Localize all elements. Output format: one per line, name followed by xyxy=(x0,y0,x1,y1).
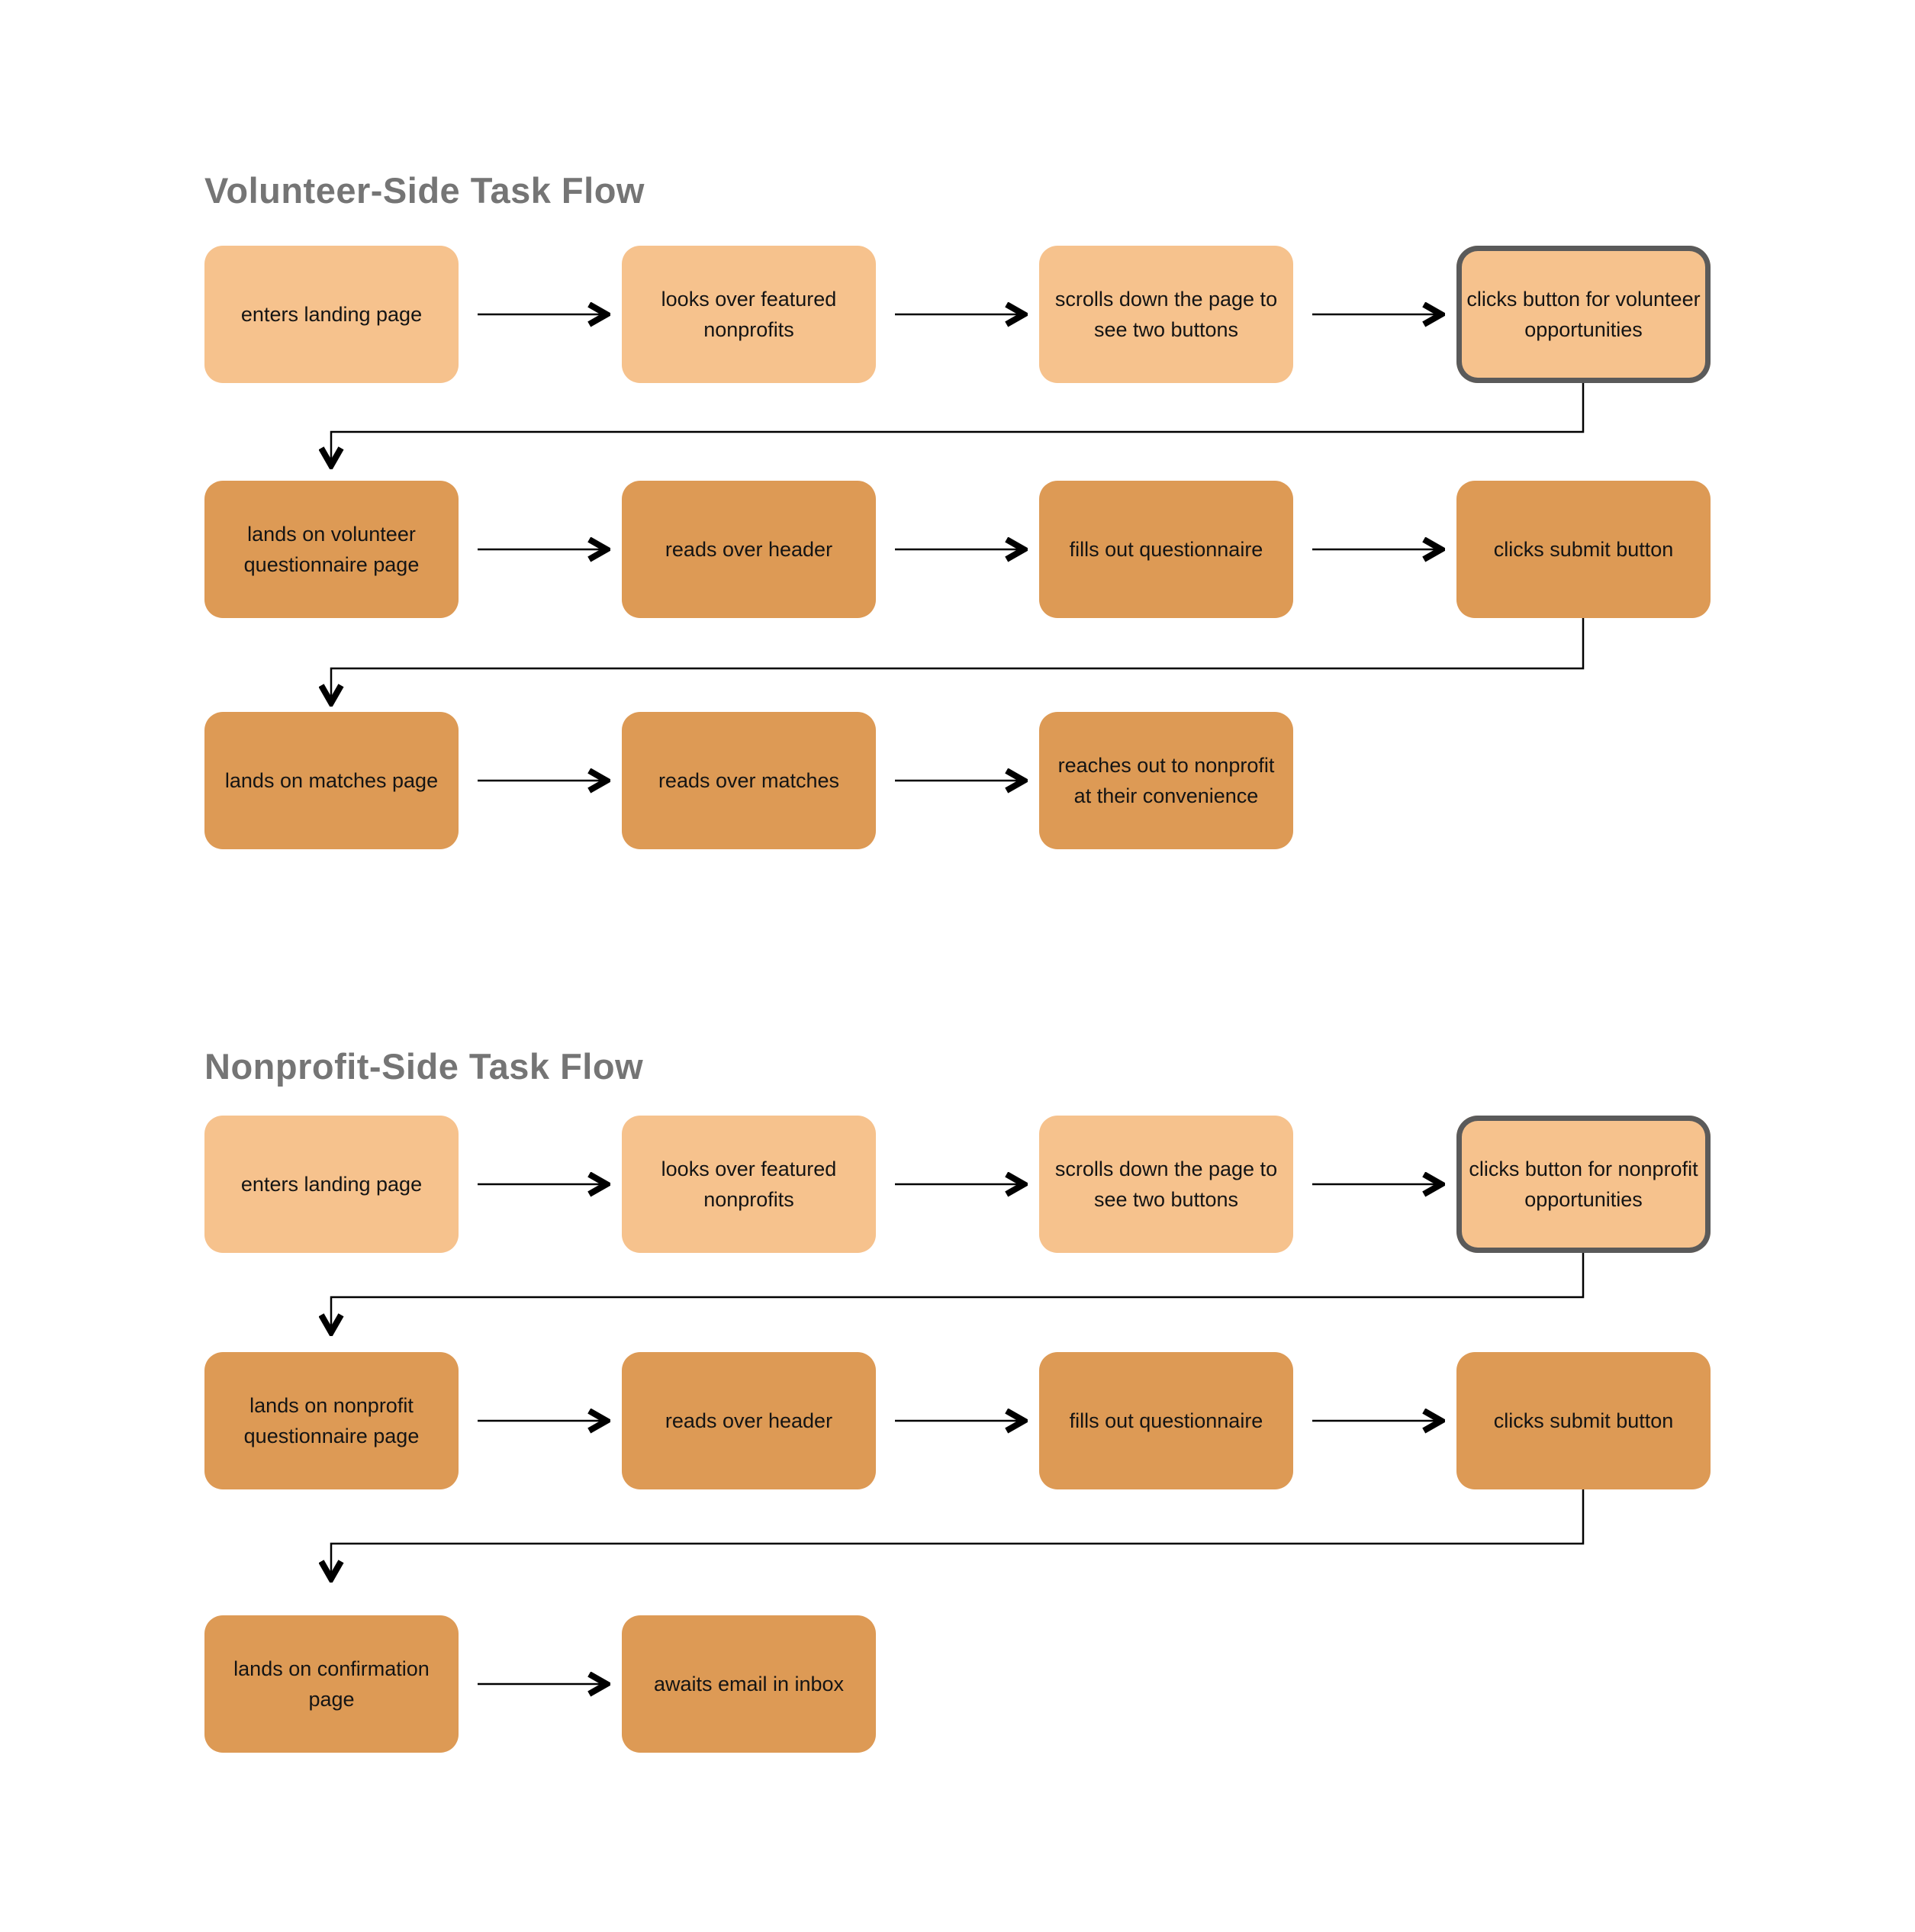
step-box: awaits email in inbox xyxy=(622,1615,876,1753)
step-box: reads over header xyxy=(622,1352,876,1489)
step-box: looks over featured nonprofits xyxy=(622,246,876,383)
elbow-s2-r1-r2 xyxy=(331,1253,1585,1332)
step-box: reaches out to nonprofit at their conven… xyxy=(1039,712,1293,849)
step-box: enters landing page xyxy=(204,1116,459,1253)
elbow-s1-r1-r2 xyxy=(331,382,1585,465)
section-title-nonprofit: Nonprofit-Side Task Flow xyxy=(204,1046,644,1087)
step-box: lands on nonprofit questionnaire page xyxy=(204,1352,459,1489)
step-box: scrolls down the page to see two buttons xyxy=(1039,246,1293,383)
step-box: fills out questionnaire xyxy=(1039,1352,1293,1489)
step-box: lands on matches page xyxy=(204,712,459,849)
step-box: reads over header xyxy=(622,481,876,618)
elbow-s2-r2-r3 xyxy=(331,1489,1585,1579)
step-box-highlighted: clicks button for nonprofit opportunitie… xyxy=(1456,1116,1711,1253)
step-box: fills out questionnaire xyxy=(1039,481,1293,618)
elbow-s1-r2-r3 xyxy=(331,618,1585,703)
step-box: enters landing page xyxy=(204,246,459,383)
step-box: looks over featured nonprofits xyxy=(622,1116,876,1253)
step-box: scrolls down the page to see two buttons xyxy=(1039,1116,1293,1253)
step-box: clicks submit button xyxy=(1456,1352,1711,1489)
step-box-highlighted: clicks button for volunteer opportunitie… xyxy=(1456,246,1711,383)
section-title-volunteer: Volunteer-Side Task Flow xyxy=(204,170,645,211)
step-box: lands on volunteer questionnaire page xyxy=(204,481,459,618)
step-box: reads over matches xyxy=(622,712,876,849)
step-box: clicks submit button xyxy=(1456,481,1711,618)
step-box: lands on confirmation page xyxy=(204,1615,459,1753)
